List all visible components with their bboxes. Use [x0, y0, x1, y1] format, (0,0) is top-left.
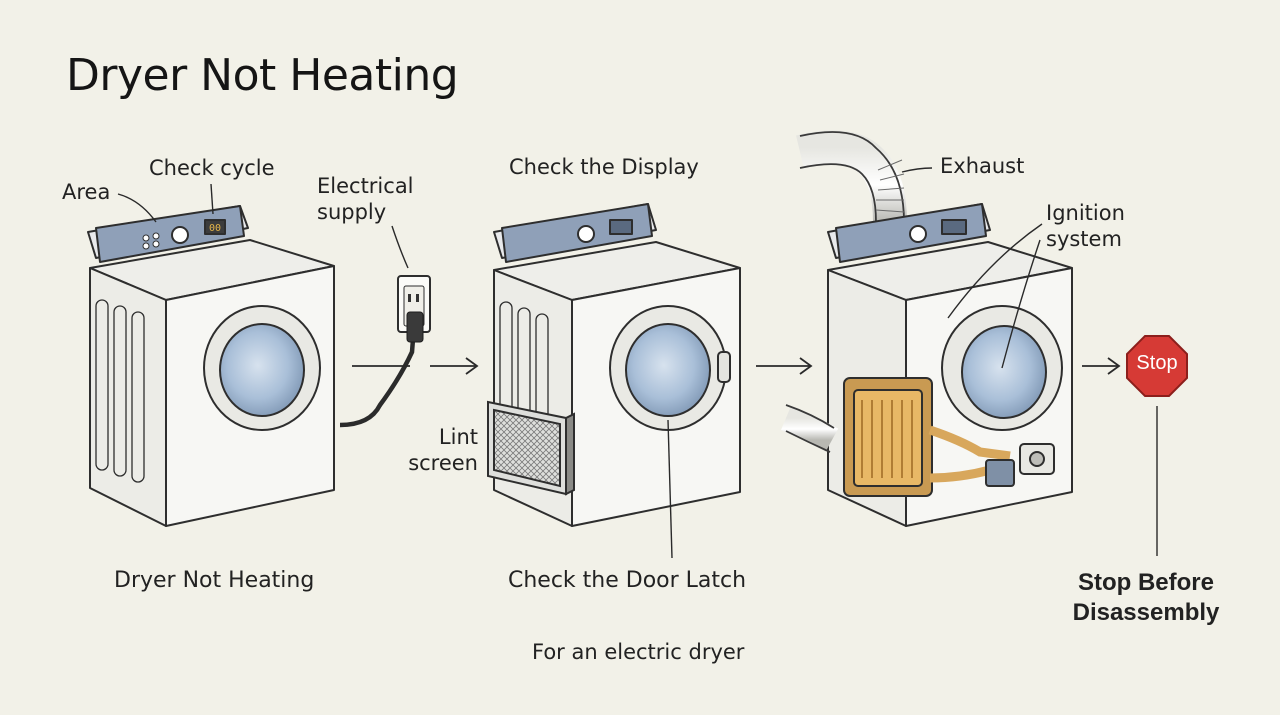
page-title: Dryer Not Heating	[66, 50, 459, 101]
caption-step-2: Check the Door Latch	[508, 568, 747, 593]
heater-assembly	[843, 377, 1055, 497]
label-check-display: Check the Display	[509, 155, 699, 179]
stop-sign-text: Stop	[1136, 352, 1178, 374]
leader-lines-3	[901, 167, 1043, 369]
stop-sign	[1126, 335, 1188, 556]
caption-electric-note: For an electric dryer	[532, 640, 745, 664]
latch-leader	[667, 419, 673, 559]
label-lint-screen: Lint screen	[408, 425, 478, 475]
display-readout: 00	[209, 223, 221, 234]
plug	[406, 311, 424, 343]
label-check-cycle: Check cycle	[149, 156, 275, 180]
label-ignition-system: Ignition system	[1046, 201, 1125, 251]
power-cord	[339, 325, 417, 428]
lint-screen	[487, 400, 575, 496]
flow-arrows	[352, 357, 1121, 375]
exhaust-duct	[796, 130, 907, 223]
caption-stop: Stop Before Disassembly	[1072, 569, 1220, 626]
caption-step-1: Dryer Not Heating	[114, 568, 315, 593]
dryer-1	[87, 205, 335, 527]
gas-line	[780, 406, 839, 452]
label-exhaust: Exhaust	[940, 154, 1025, 178]
label-area: Area	[62, 180, 111, 204]
leader-lines-1	[117, 183, 409, 269]
label-electrical-supply: Electrical supply	[317, 174, 414, 224]
